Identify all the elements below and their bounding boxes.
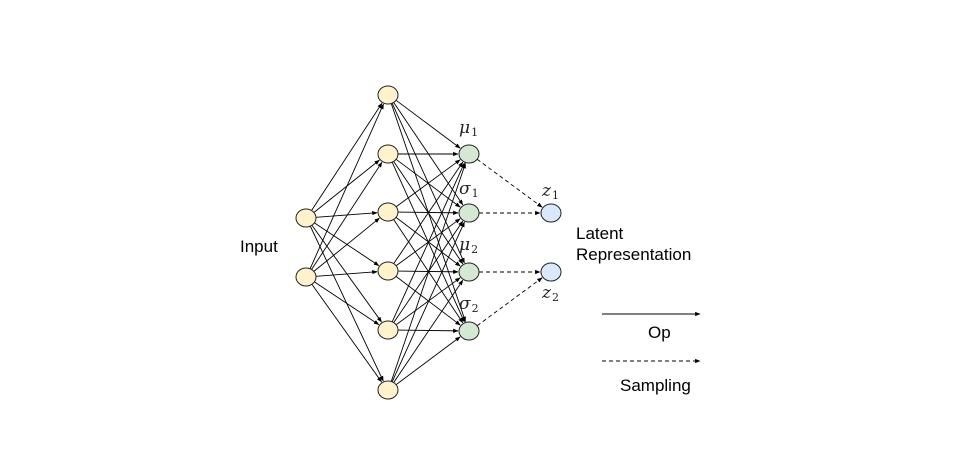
- edge-hidden4-param4: [395, 275, 461, 326]
- hidden-node-2: [377, 144, 399, 164]
- mu2-node: [458, 262, 480, 282]
- z1-label: z1: [541, 181, 559, 202]
- edge-hidden5-param3: [395, 277, 461, 326]
- mu1-node: [458, 144, 480, 164]
- edge-hidden5-param4: [397, 328, 459, 333]
- edge-hidden6-param1: [390, 162, 466, 382]
- sampling-edge-sigma2-z2: [476, 277, 543, 327]
- mu2-label: μ2: [459, 235, 478, 256]
- edge-input2-hidden5: [314, 281, 380, 325]
- edge-input2-hidden1: [309, 103, 384, 269]
- edge-hidden3-param3: [395, 216, 461, 267]
- edge-input2-hidden2: [311, 161, 383, 270]
- input-label: Input: [240, 237, 278, 256]
- edge-input1-hidden4: [314, 222, 380, 266]
- edge-hidden5-param1: [391, 162, 465, 323]
- input-node-1: [295, 208, 317, 228]
- edge-hidden6-param2: [391, 221, 465, 383]
- edge-input1-hidden3: [315, 210, 378, 218]
- edge-input1-hidden1: [311, 102, 383, 211]
- latent-label-line1: Latent: [576, 224, 624, 243]
- z2-label: z2: [541, 283, 559, 304]
- edge-hidden1-param1: [395, 99, 461, 149]
- sigma2-label: σ2: [459, 294, 479, 315]
- hidden-node-6: [377, 380, 399, 400]
- edge-hidden4-param1: [393, 161, 464, 264]
- edge-hidden6-param3: [393, 279, 464, 383]
- sigma2-node: [458, 321, 480, 341]
- latent-label-line2: Representation: [576, 245, 691, 264]
- sampling-edge-mu1-z1: [476, 158, 543, 208]
- sigma1-node: [458, 203, 480, 223]
- input-node-2: [295, 267, 317, 287]
- hidden-node-4: [377, 261, 399, 281]
- edge-input2-hidden6: [311, 284, 382, 383]
- sigma1-label: σ1: [459, 179, 479, 200]
- hidden-node-1: [377, 85, 399, 105]
- hidden-node-5: [377, 320, 399, 340]
- edge-input2-hidden3: [313, 217, 380, 272]
- legend-op-label: Op: [648, 323, 671, 342]
- nodes-layer: [295, 85, 562, 400]
- z2-node: [540, 262, 562, 282]
- edges-layer: [309, 99, 543, 386]
- edge-hidden6-param4: [395, 336, 461, 386]
- hidden-node-3: [377, 202, 399, 222]
- z1-node: [540, 203, 562, 223]
- edge-hidden3-param1: [395, 159, 461, 208]
- mu1-label: μ1: [459, 118, 478, 139]
- edge-input2-hidden4: [315, 269, 378, 277]
- legend-sampling-label: Sampling: [620, 376, 691, 395]
